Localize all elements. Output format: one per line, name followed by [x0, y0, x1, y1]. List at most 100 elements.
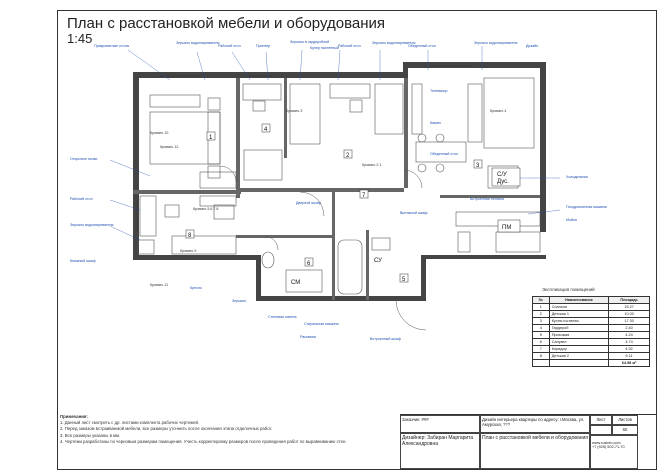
- sheet-label-cell: Лист: [590, 415, 612, 425]
- label-bedside-tables: Прикроватные столы: [94, 44, 130, 48]
- label-fireplace: Камин: [430, 121, 441, 125]
- label-dining-table: Обеденный стол: [408, 44, 436, 48]
- room-codes: С/У Дус. ПМ СМ СУ: [291, 167, 521, 286]
- label-bed-5-8: Кровать 5.6.7.8: [193, 207, 218, 211]
- chair-3: [417, 163, 427, 173]
- label-dishwasher: Посудомоечная машина: [566, 205, 607, 209]
- designer-cell: Дизайнер: Забиран Маргарита Александровн…: [400, 433, 480, 469]
- room-number-4: 4: [264, 127, 268, 133]
- label-mirror-bottom: Зеркало: [232, 299, 246, 303]
- row-name: Прихожая: [548, 331, 610, 339]
- washing-machine: [285, 269, 323, 293]
- label-desk-left: Рабочий стол: [70, 197, 93, 201]
- label-bed-10: Кровать 10: [150, 131, 168, 135]
- col-number: №: [532, 296, 550, 304]
- bedroom-shelves: [199, 171, 237, 189]
- kids2-bed: [171, 235, 237, 255]
- notes-block: Примечания: 1. Данный лист смотреть с др…: [60, 414, 390, 445]
- tv-unit: [411, 83, 423, 135]
- partition-bedroom-kids: [133, 190, 241, 194]
- kids2-bookcase: [137, 239, 155, 255]
- right-callouts: Телевизор Камин Холодильник Посудомоечна…: [430, 89, 607, 222]
- label-sink: Мойка: [566, 218, 577, 222]
- row-number: 8: [532, 352, 550, 360]
- note-line: 3. Все размеры указаны в мм.: [60, 432, 121, 438]
- row-name: Кухня-гостиная: [548, 317, 610, 325]
- partition-kitchen: [404, 78, 408, 188]
- room-numbers: 1 2 3 4 5 6 7 8: [185, 123, 483, 283]
- label-open-shelves: Открытые полки: [70, 157, 97, 161]
- page-title: План с расстановкой мебели и оборудовани…: [67, 15, 386, 32]
- row-name: Спальня: [548, 303, 610, 311]
- door-kitchen: [403, 169, 423, 189]
- note-line: 4. Чертежи разработаны по черновым разме…: [60, 438, 347, 444]
- study-furniture: [213, 83, 404, 220]
- kids2-wardrobe: [199, 195, 237, 207]
- label-mirror-3: Зеркало водонагревателя: [474, 41, 517, 45]
- label-mirror-2: Зеркало водонагревателя: [372, 41, 415, 45]
- row-number: 7: [532, 345, 550, 353]
- room-code-dus: Дус.: [497, 179, 509, 185]
- label-basin: Раковина: [300, 335, 316, 339]
- kids1-bed: [289, 83, 321, 145]
- partition-bath-right: [332, 192, 335, 300]
- designer-name: Дизайнер: Забиран Маргарита Александровн…: [402, 435, 474, 447]
- row-name: Детская 2: [548, 352, 610, 360]
- kitchen-island: [495, 231, 541, 253]
- room-number-6: 6: [307, 261, 311, 267]
- title-block: Заказчик: ### Дизайн интерьера квартиры …: [400, 414, 656, 469]
- room-number-1: 1: [209, 135, 213, 141]
- sofa: [483, 77, 535, 149]
- room-code-sm: СМ: [291, 280, 300, 286]
- label-dining: Обеденный стол: [430, 152, 458, 156]
- kitchen-tall-unit: [457, 231, 471, 253]
- label-bed-11: Кровать 11: [150, 283, 168, 287]
- note-line: 2. Перед заказом встраиваемой мебели, вс…: [60, 426, 273, 432]
- wall-bottom-hall: [366, 296, 426, 301]
- label-door-cabinet: Дверной шкаф: [296, 201, 321, 205]
- bottom-callouts: Кресло Зеркало Стеновая панель Стиральна…: [190, 286, 401, 341]
- partitions: [133, 78, 540, 300]
- col-name: Наименование: [548, 296, 610, 304]
- partition-bedroom-study: [236, 78, 240, 198]
- door-bedroom: [219, 165, 237, 183]
- label-bed-2-1: Кровать 2.1: [362, 163, 381, 167]
- chair-1: [417, 133, 427, 143]
- row-area: 2.40: [608, 324, 650, 332]
- partition-kitchen-counter: [440, 195, 540, 198]
- label-bed-12: Кровать 12: [160, 145, 178, 149]
- contact-cell: www.rosinfo.com +7 (925) 502-71-70: [590, 435, 638, 469]
- order-cell: Заказчик: ###: [400, 415, 480, 433]
- wall-step: [403, 62, 408, 78]
- row-name: Детская 1: [548, 310, 610, 318]
- kids1-wardrobe: [374, 83, 404, 135]
- label-design: Дизайн: [526, 44, 538, 48]
- row-name: Санузел: [548, 338, 610, 346]
- label-fridge: Холодильник: [566, 175, 588, 179]
- leader-lines: [109, 46, 561, 241]
- label-washer: Стиральная машина: [304, 322, 339, 326]
- room-number-5: 5: [402, 277, 406, 283]
- sheet-number-cell: [590, 425, 612, 435]
- wall-top-right: [404, 62, 546, 68]
- label-built-in-appliances: Встроенная техника: [470, 197, 504, 201]
- wardrobe-room: [243, 149, 283, 181]
- study-chair: [252, 100, 266, 112]
- partition-bath-top: [236, 235, 332, 238]
- project-address: Дизайн интерьера квартиры по адресу: г.М…: [482, 417, 585, 427]
- table-header-row: № Наименование Площадь: [532, 296, 650, 304]
- room-code-pm: ПМ: [502, 225, 511, 231]
- toilet: [261, 251, 275, 269]
- chair-2: [435, 133, 445, 143]
- table-total-row: 64.98 м²: [532, 359, 650, 367]
- wall-right: [540, 62, 546, 232]
- sheets-total: 60: [622, 427, 628, 432]
- sheets-label-cell: Листов: [612, 415, 638, 425]
- room-number-7: 7: [362, 193, 366, 199]
